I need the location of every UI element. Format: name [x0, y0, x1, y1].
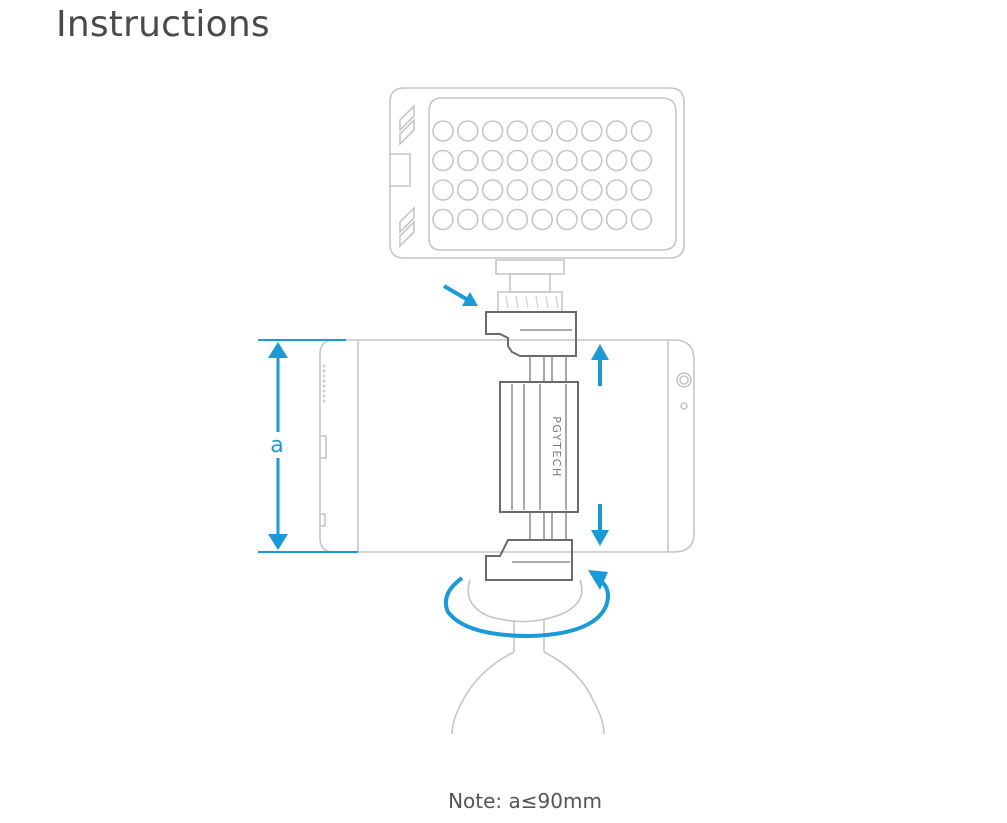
led-bulb [481, 208, 504, 231]
led-bulb [556, 120, 578, 142]
rotate-arrow-icon [443, 570, 610, 639]
led-bulb [432, 208, 454, 231]
led-bulb [456, 149, 479, 172]
size-note: Note: a≤90mm [448, 789, 602, 813]
led-grid [432, 120, 653, 231]
led-bulb [432, 149, 454, 172]
led-bulb [506, 120, 529, 142]
led-bulb [605, 208, 628, 231]
dimension-a-label: a [270, 433, 283, 458]
led-bulb [432, 120, 454, 142]
led-bulb [556, 179, 578, 201]
led-bulb [456, 179, 479, 201]
led-bulb [432, 179, 454, 201]
led-bulb [580, 120, 603, 142]
led-bulb [630, 120, 653, 142]
led-bulb [506, 208, 529, 231]
led-bulb [481, 120, 504, 142]
led-bulb [531, 208, 554, 231]
led-bulb [556, 149, 578, 172]
led-bulb [630, 179, 653, 201]
led-bulb [605, 120, 628, 142]
led-bulb [556, 208, 578, 231]
led-bulb [506, 179, 529, 201]
led-light [389, 87, 685, 259]
ball-head-mount [451, 579, 605, 735]
led-bulb [605, 149, 628, 172]
led-bulb [630, 208, 653, 231]
extend-up-arrow-icon [591, 344, 609, 386]
smartphone [319, 339, 695, 553]
led-bulb [481, 149, 504, 172]
led-bulb [531, 179, 554, 201]
dimension-a-indicator: a [258, 339, 358, 553]
page-title: Instructions [56, 4, 270, 45]
led-bulb [506, 149, 529, 172]
led-bulb [481, 179, 504, 201]
led-bulb [605, 179, 628, 201]
clamp-brand-text: PGYTECH [550, 416, 563, 477]
phone-clamp: PGYTECH [485, 311, 579, 581]
led-bulb [456, 120, 479, 142]
press-arrow-icon [442, 284, 478, 306]
extend-down-arrow-icon [591, 504, 609, 546]
led-bulb [456, 208, 479, 231]
led-bulb [531, 120, 554, 142]
led-bulb [580, 149, 603, 172]
led-bulb [630, 149, 653, 172]
led-bulb [531, 149, 554, 172]
light-mount [495, 259, 565, 313]
led-bulb [580, 179, 603, 201]
led-bulb [580, 208, 603, 231]
